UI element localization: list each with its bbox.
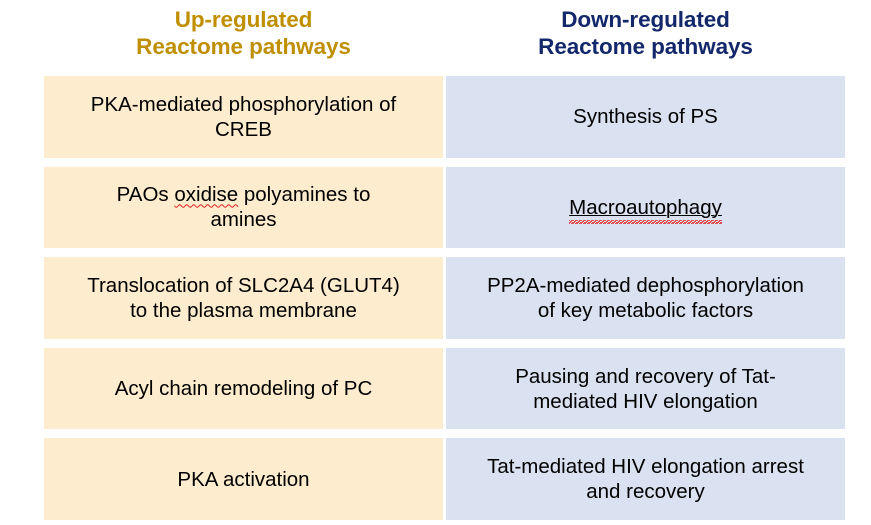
cell-line1: Pausing and recovery of Tat-	[515, 364, 776, 388]
pathway-cell-down-3: PP2A-mediated dephosphorylation of key m…	[446, 257, 845, 339]
cell-line1: Acyl chain remodeling of PC	[114, 377, 373, 401]
pathway-cell-down-1: Synthesis of PS	[446, 76, 845, 158]
table-row: Synthesis of PS	[446, 72, 845, 163]
spellcheck-misspelled-word: oxidise	[174, 183, 239, 207]
pathway-cell-up-4: Acyl chain remodeling of PC	[44, 347, 443, 430]
cell-line1-post: polyamines to	[238, 183, 371, 207]
down-header-line2: Reactome pathways	[538, 34, 753, 59]
cell-line2: amines	[210, 208, 277, 232]
cell-line2: of key metabolic factors	[537, 298, 754, 322]
table-row: PKA-mediated phosphorylation of CREB	[44, 72, 443, 163]
up-header-line1: Up-regulated	[174, 7, 313, 33]
cell-line1-pre: PAOs	[116, 183, 175, 207]
table-row: PP2A-mediated dephosphorylation of key m…	[446, 253, 845, 344]
cell-line1: PP2A-mediated dephosphorylation	[487, 273, 804, 297]
table-row: PAOs oxidise polyamines to amines	[44, 163, 443, 254]
cell-line1: Synthesis of PS	[573, 105, 718, 129]
table-row: Pausing and recovery of Tat- mediated HI…	[446, 344, 845, 435]
cell-line1: PKA-mediated phosphorylation of	[90, 92, 397, 116]
cell-line2: mediated HIV elongation	[533, 389, 758, 413]
pathway-cell-down-5: Tat-mediated HIV elongation arrest and r…	[446, 438, 845, 520]
cell-line1: Tat-mediated HIV elongation arrest	[487, 455, 804, 479]
pathway-cell-down-2: Macroautophagy	[446, 166, 845, 249]
pathway-cell-down-4: Pausing and recovery of Tat- mediated HI…	[446, 347, 845, 430]
table-row: PKA activation	[44, 434, 443, 525]
table-grid: Up-regulated Reactome pathways Down-regu…	[44, 0, 845, 525]
table-row: Acyl chain remodeling of PC	[44, 344, 443, 435]
cell-line1: PKA activation	[177, 467, 310, 491]
cell-line2: CREB	[215, 117, 272, 141]
column-header-up-regulated: Up-regulated Reactome pathways	[44, 0, 443, 72]
up-header-line2: Reactome pathways	[136, 34, 351, 59]
spellcheck-misspelled-word: Macroautophagy	[569, 195, 722, 219]
pathway-cell-up-3: Translocation of SLC2A4 (GLUT4) to the p…	[44, 257, 443, 339]
column-header-down-regulated: Down-regulated Reactome pathways	[446, 0, 845, 72]
cell-line1: Translocation of SLC2A4 (GLUT4)	[87, 273, 400, 297]
cell-line2: and recovery	[586, 480, 705, 504]
table-row: Tat-mediated HIV elongation arrest and r…	[446, 434, 845, 525]
table-row: Macroautophagy	[446, 163, 845, 254]
pathway-cell-up-1: PKA-mediated phosphorylation of CREB	[44, 76, 443, 158]
pathway-cell-up-5: PKA activation	[44, 438, 443, 520]
down-header-line1: Down-regulated	[561, 7, 730, 33]
table-row: Translocation of SLC2A4 (GLUT4) to the p…	[44, 253, 443, 344]
pathway-cell-up-2: PAOs oxidise polyamines to amines	[44, 166, 443, 249]
cell-line2: to the plasma membrane	[130, 298, 357, 322]
